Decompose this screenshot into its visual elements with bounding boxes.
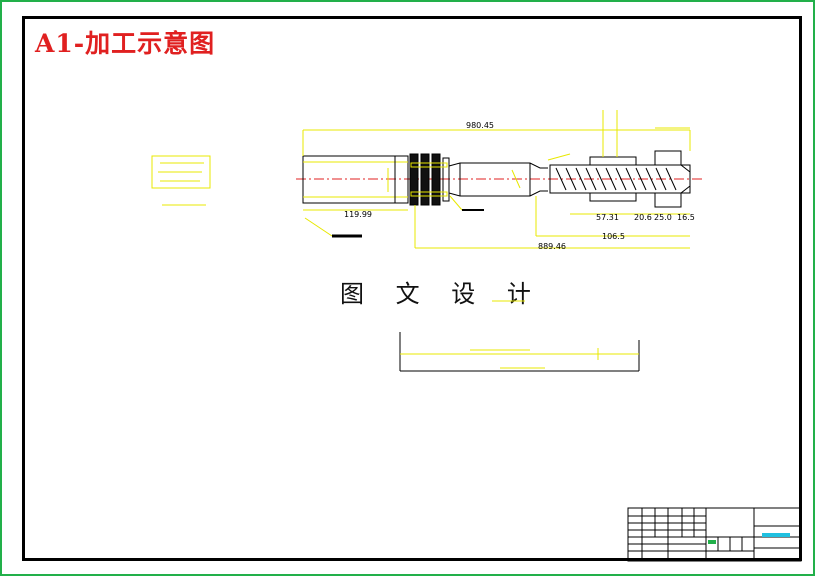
dim-right-span-4: 16.5: [677, 213, 695, 222]
title-block: [627, 507, 802, 562]
bracket-diagram: [399, 300, 640, 372]
spec-note: [151, 155, 211, 206]
drawing-frame: [22, 16, 802, 561]
dim-right-span-1: 57.31: [596, 213, 619, 222]
dim-bottom-span: 889.46: [538, 242, 566, 251]
dim-overall-length: 980.45: [466, 121, 494, 130]
dim-right-span-2: 20.6: [634, 213, 652, 222]
dim-right-span-5: 106.5: [602, 232, 625, 241]
knurled-rings: [409, 153, 450, 206]
dim-left-length: 119.99: [344, 210, 372, 219]
watermark-text: 图 文 设 计: [340, 280, 543, 308]
dim-right-span-3: 25.0: [654, 213, 672, 222]
drawing-title: A1-加工示意图: [35, 29, 216, 58]
right-hatched-part: [549, 150, 691, 208]
left-cylinder: [302, 155, 409, 204]
dimension-lines: [302, 110, 691, 249]
central-shaft: [448, 162, 548, 197]
